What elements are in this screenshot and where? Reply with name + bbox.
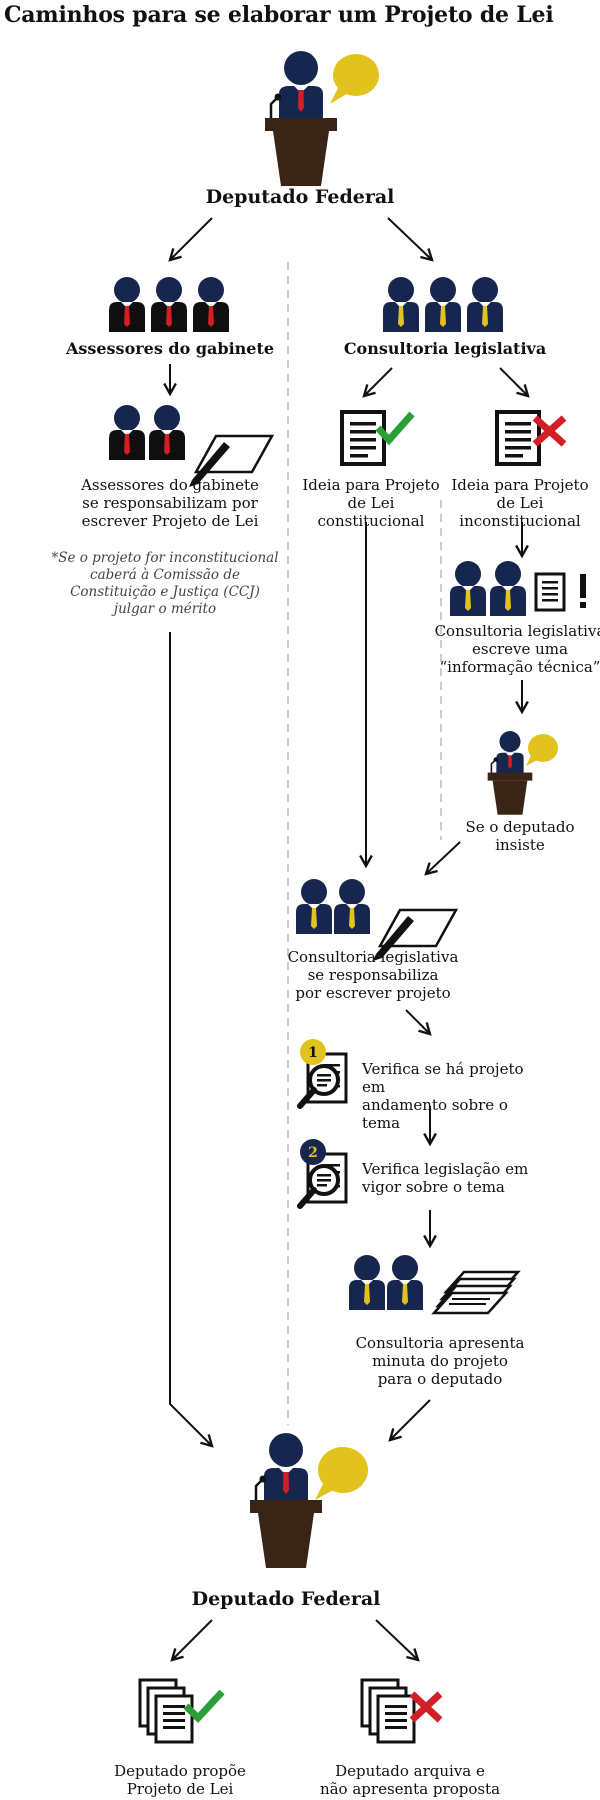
arrow-to-inconstitucional bbox=[499, 367, 528, 396]
informacao-tecnica-icon bbox=[450, 561, 586, 616]
assessores-group-icon bbox=[109, 277, 229, 332]
arquiva-documents-icon bbox=[360, 1678, 443, 1744]
assessores-escrevem-label: Assessores do gabinete se responsabiliza… bbox=[81, 476, 259, 530]
informacao-tecnica-label: Consultoria legislativa escreve uma “inf… bbox=[434, 622, 600, 676]
consultoria-label: Consultoria legislativa bbox=[343, 339, 547, 358]
arquiva-label: Deputado arquiva e não apresenta propost… bbox=[319, 1762, 501, 1798]
deputado-insiste-label: Se o deputado insiste bbox=[465, 818, 575, 854]
arrow-to-assessores bbox=[170, 217, 213, 260]
small-speech-bubble-icon bbox=[528, 734, 558, 762]
propoe-documents-icon bbox=[138, 1678, 225, 1744]
arrow-to-consultoria bbox=[387, 217, 432, 260]
ideia-inconstitucional-label: Ideia para Projeto de Lei inconstitucion… bbox=[451, 476, 589, 530]
arrow-to-propoe bbox=[172, 1619, 213, 1660]
arrow-to-constitucional bbox=[364, 367, 393, 396]
arrow-minuta-to-bottom bbox=[390, 1399, 431, 1440]
speech-bubble-bottom-icon bbox=[318, 1447, 368, 1493]
speech-bubble-icon bbox=[333, 54, 379, 96]
page-title: Caminhos para se elaborar um Projeto de … bbox=[4, 2, 554, 28]
assessores-label: Assessores do gabinete bbox=[65, 339, 275, 358]
assessores-writing-icon bbox=[109, 405, 274, 489]
step1-badge bbox=[300, 1039, 326, 1065]
deputado-bottom-label: Deputado Federal bbox=[191, 1588, 381, 1610]
arrow-assessores-to-bottom bbox=[169, 632, 212, 1446]
document-constitucional-icon bbox=[340, 410, 415, 466]
speaker-bottom-icon bbox=[248, 1431, 324, 1570]
verifica-andamento-label: Verifica se há projeto em andamento sobr… bbox=[362, 1060, 524, 1132]
speaker-icon bbox=[263, 49, 339, 188]
consultoria-group-icon bbox=[383, 277, 503, 332]
ccj-note: *Se o projeto for inconstitucional caber… bbox=[51, 550, 279, 617]
step2-badge-label: 2 bbox=[308, 1145, 318, 1161]
arrow-to-step1 bbox=[405, 1009, 430, 1034]
consultoria-escreve-label: Consultoria legislativa se responsabiliz… bbox=[287, 948, 459, 1002]
verifica-legislacao-label: Verifica legislação em vigor sobre o tem… bbox=[362, 1160, 529, 1196]
document-inconstitucional-icon bbox=[495, 410, 567, 466]
step1-badge-label: 1 bbox=[308, 1045, 318, 1061]
propoe-label: Deputado propõe Projeto de Lei bbox=[114, 1762, 246, 1798]
minuta-icon bbox=[349, 1255, 520, 1315]
minuta-label: Consultoria apresenta minuta do projeto … bbox=[355, 1334, 525, 1388]
small-speaker-icon bbox=[486, 730, 534, 816]
arrow-to-arquiva bbox=[375, 1619, 418, 1660]
step2-badge bbox=[300, 1139, 326, 1165]
arrow-insiste bbox=[426, 841, 461, 874]
deputado-top-label: Deputado Federal bbox=[205, 186, 395, 208]
ideia-constitucional-label: Ideia para Projeto de Lei constitucional bbox=[302, 476, 440, 530]
